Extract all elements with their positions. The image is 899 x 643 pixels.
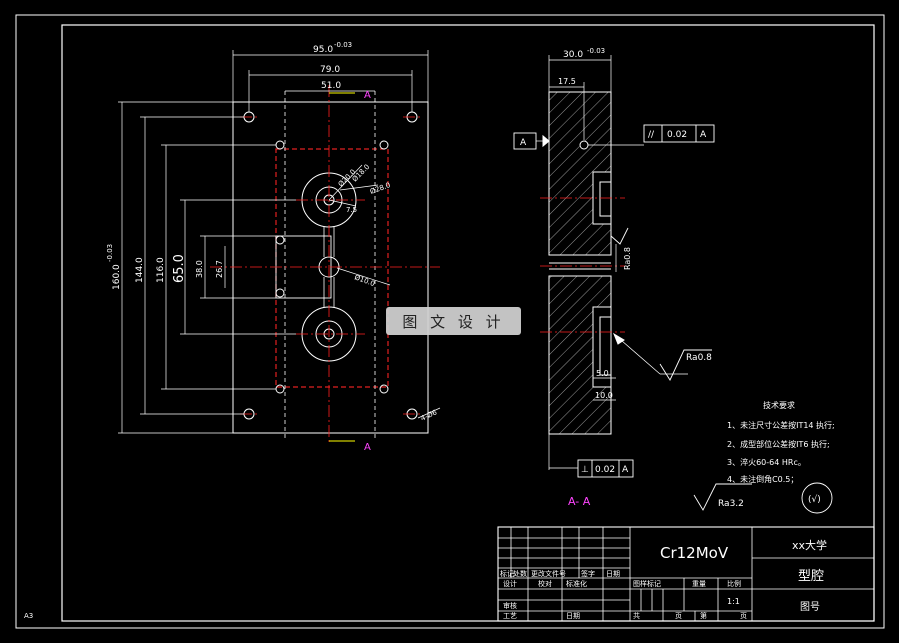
side-section-view bbox=[513, 55, 715, 478]
datum-label: A bbox=[520, 138, 527, 148]
dim-depth-17: 17.5 bbox=[558, 77, 576, 86]
tech-req-item: 2、成型部位公差按IT6 执行; bbox=[727, 439, 830, 449]
dim-10: 10.0 bbox=[595, 391, 613, 400]
watermark-badge: 图 文 设 计 bbox=[386, 307, 521, 335]
svg-text:工艺: 工艺 bbox=[503, 612, 517, 620]
inner-frame bbox=[61, 24, 875, 622]
svg-text:图样标记: 图样标记 bbox=[633, 579, 661, 588]
svg-text:更改文件号: 更改文件号 bbox=[531, 569, 566, 578]
title-block bbox=[497, 526, 875, 622]
svg-text:校对: 校对 bbox=[538, 579, 552, 588]
perp-tol-frame bbox=[577, 459, 634, 478]
dim-width-51: 51.0 bbox=[321, 81, 341, 91]
parallel-datum: A bbox=[700, 130, 707, 140]
part-name: 型腔 bbox=[798, 569, 824, 584]
tech-req-item: 4、未注倒角C0.5； bbox=[727, 474, 798, 484]
tech-req-item: 1、未注尺寸公差按IT14 执行; bbox=[727, 420, 835, 430]
dim-height-144: 144.0 bbox=[135, 257, 145, 283]
svg-text:日期: 日期 bbox=[606, 570, 620, 578]
perp-value: 0.02 bbox=[595, 465, 615, 475]
svg-text:第: 第 bbox=[700, 611, 707, 620]
parallel-value: 0.02 bbox=[667, 130, 687, 140]
dim-r-75: 7.5 bbox=[346, 206, 357, 214]
dim-height-overall: 160.0 bbox=[112, 264, 122, 290]
dim-5: 5.0 bbox=[596, 369, 609, 378]
front-plate-outline bbox=[232, 101, 429, 434]
watermark-text: 图 文 设 计 bbox=[402, 312, 505, 331]
dim-thickness: 30.0 bbox=[563, 50, 583, 60]
svg-text:-0.03: -0.03 bbox=[587, 47, 605, 55]
dim-height-116: 116.0 bbox=[156, 257, 166, 283]
svg-text:共: 共 bbox=[633, 611, 640, 620]
university: xx大学 bbox=[792, 538, 827, 552]
section-view-label: A- A bbox=[568, 495, 591, 508]
dim-height-38: 38.0 bbox=[195, 260, 204, 278]
svg-text:处数: 处数 bbox=[513, 569, 527, 578]
svg-text:标记: 标记 bbox=[500, 569, 514, 578]
dim-width-79: 79.0 bbox=[320, 65, 340, 75]
dim-height-26: 26.7 bbox=[215, 260, 224, 278]
sheet-size-label: A3 bbox=[24, 612, 33, 620]
roughness-pocket: Ra0.8 bbox=[686, 353, 712, 363]
dim-holes: 4-Ø6 bbox=[419, 408, 438, 423]
svg-text:页: 页 bbox=[675, 612, 682, 620]
roughness-general: Ra3.2 bbox=[718, 499, 744, 509]
front-view bbox=[118, 50, 441, 445]
parallel-symbol: // bbox=[648, 130, 655, 140]
dim-width-overall: 95.0 bbox=[313, 45, 333, 55]
svg-text:日期: 日期 bbox=[566, 612, 580, 620]
tech-req-title: 技术要求 bbox=[763, 400, 795, 410]
perp-symbol: ⊥ bbox=[581, 465, 589, 475]
material: Cr12MoV bbox=[660, 544, 729, 562]
svg-text:审核: 审核 bbox=[503, 601, 517, 610]
outer-frame bbox=[15, 14, 885, 629]
svg-text:-0.03: -0.03 bbox=[106, 244, 114, 262]
svg-text:标准化: 标准化 bbox=[566, 579, 587, 588]
svg-text:-0.03: -0.03 bbox=[334, 41, 352, 49]
svg-text:页: 页 bbox=[740, 612, 747, 620]
drawing-number: 图号 bbox=[800, 601, 820, 613]
roughness-side: Ra0.8 bbox=[623, 247, 632, 270]
section-mark-bottom: A bbox=[364, 442, 371, 453]
dim-height-65: 65.0 bbox=[172, 254, 187, 283]
svg-text:设计: 设计 bbox=[503, 579, 517, 588]
svg-text:签字: 签字 bbox=[581, 569, 595, 578]
datum-box bbox=[513, 132, 537, 150]
roughness-other: (√) bbox=[808, 494, 821, 505]
svg-text:重量: 重量 bbox=[692, 580, 706, 588]
insert-pocket bbox=[275, 148, 389, 388]
tech-req-item: 3、淬火60-64 HRc。 bbox=[727, 457, 806, 467]
scale-value: 1:1 bbox=[727, 597, 740, 606]
runner-slot bbox=[275, 235, 332, 299]
dim-dia-10: Ø10.0 bbox=[353, 273, 376, 288]
svg-text:比例: 比例 bbox=[727, 579, 741, 588]
section-mark-top: A bbox=[364, 90, 371, 101]
perp-datum: A bbox=[622, 465, 629, 475]
parallel-tol-frame bbox=[643, 124, 715, 143]
